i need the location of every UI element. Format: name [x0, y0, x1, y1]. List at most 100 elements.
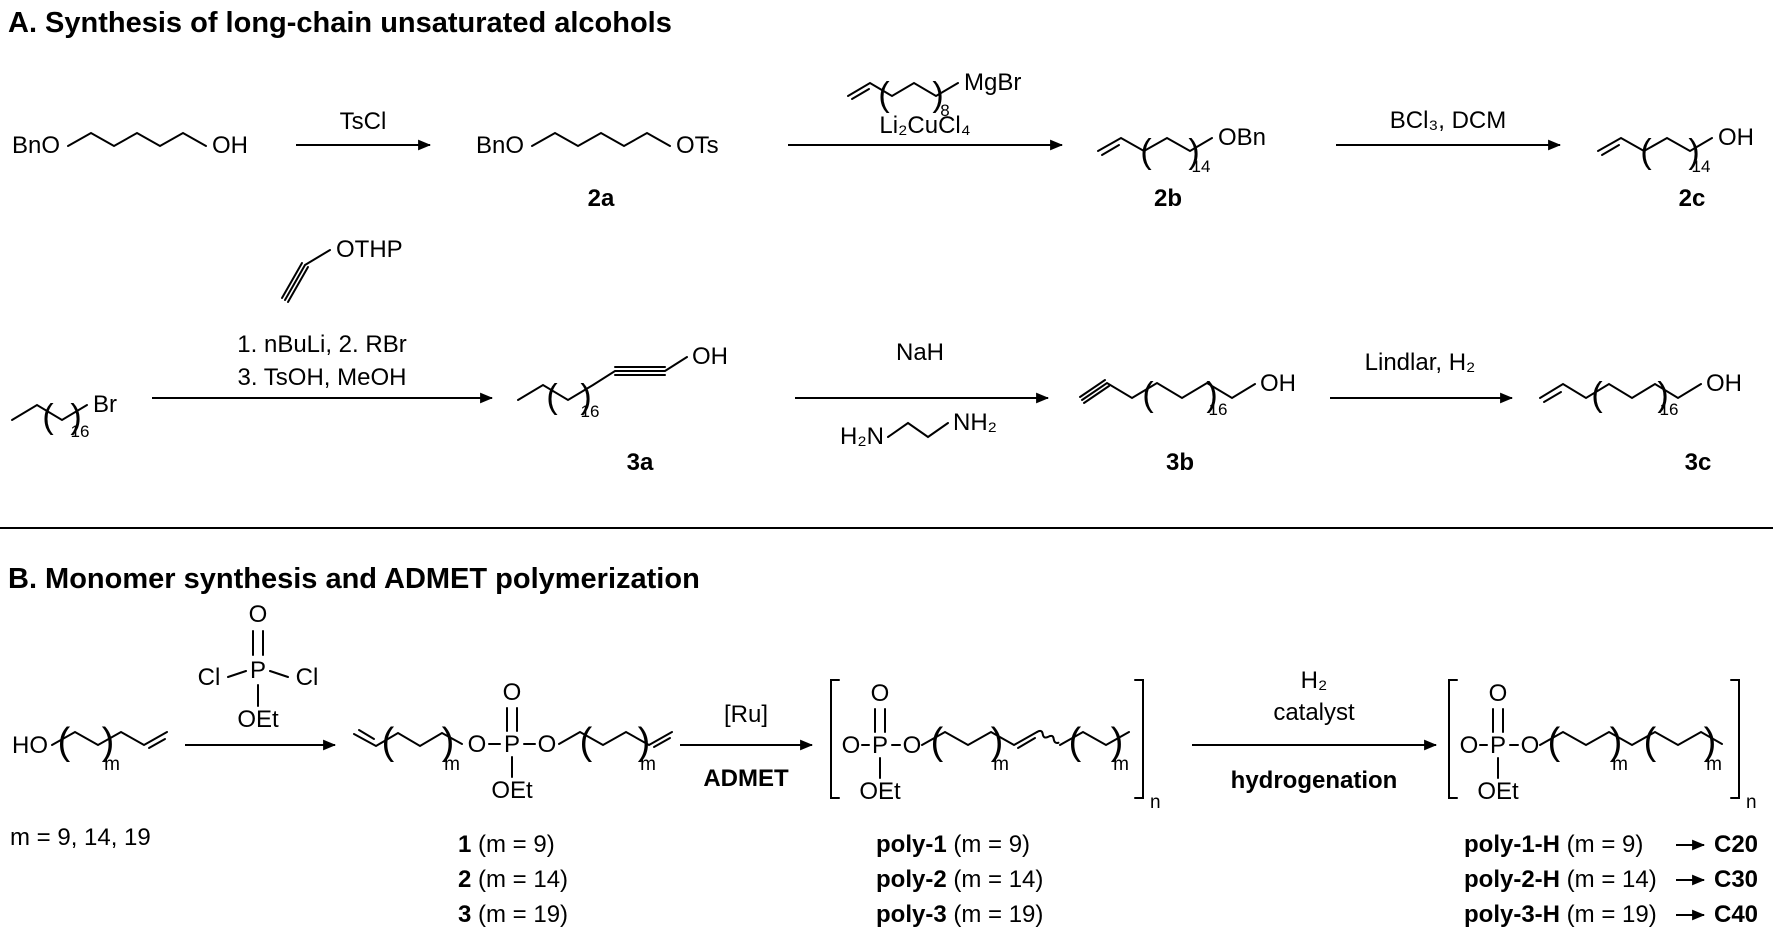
skeleton-bonds	[1597, 136, 1713, 153]
repeat-paren-close: )	[1610, 721, 1623, 763]
monomer-cond-2: (m = 14)	[471, 866, 568, 893]
skeleton-bonds	[284, 249, 331, 301]
polymer-id-1: poly-1	[876, 831, 947, 858]
atom-label-o-top: O	[1489, 680, 1508, 707]
repeat-paren-open: (	[1640, 133, 1652, 171]
atom-label-oh: OH	[1706, 370, 1742, 397]
section-a: A. Synthesis of long-chain unsaturated a…	[8, 7, 1754, 476]
product-label-c40: C40	[1714, 901, 1758, 928]
polymer-label-1: poly-1 (m = 9)	[876, 831, 1030, 858]
atom-label-bno: BnO	[12, 132, 60, 159]
repeat-paren-open: (	[546, 378, 558, 416]
atom-label-othp: OTHP	[336, 236, 403, 263]
compound-start-a: BnO OH	[12, 131, 248, 159]
atom-label-p: P	[872, 732, 888, 759]
polymer-label-3: poly-3 (m = 19)	[876, 901, 1043, 928]
repeat-paren-open: (	[1644, 721, 1657, 763]
reagent-licucl: Li₂CuCl₄	[879, 112, 970, 139]
repeat-paren-open: (	[58, 721, 71, 763]
repeat-paren-close: )	[70, 398, 81, 436]
p-o-double-bond	[252, 630, 264, 656]
repeat-paren-close: )	[1111, 721, 1124, 763]
compound-polymer-h: O P O OEt O ( ) m ( ) m n poly-1-H (m = …	[1448, 679, 1758, 928]
monomer-id-3: 3	[458, 901, 471, 928]
atom-label-oh: OH	[212, 132, 248, 159]
atom-label-cl-right: Cl	[296, 664, 319, 691]
compound-label-2b: 2b	[1154, 185, 1182, 212]
repeat-paren-open: (	[1548, 721, 1561, 763]
atom-label-bno: BnO	[476, 132, 524, 159]
double-bond-line	[1101, 144, 1120, 156]
compound-3c: ( ) 16 OH 3c	[1539, 370, 1742, 476]
compound-start-b: ( ) 16 Br	[11, 391, 117, 441]
skeleton-bonds-left	[353, 731, 463, 748]
atom-label-ho: HO	[12, 732, 48, 759]
repeat-count: 16	[581, 402, 600, 421]
repeat-paren-close: )	[102, 721, 115, 763]
reagent-nah: NaH	[896, 339, 944, 366]
atom-label-o-right: O	[903, 732, 922, 759]
repeat-paren-open: (	[1591, 376, 1603, 414]
p-o-double-bond	[506, 707, 518, 732]
atom-label-mgbr: MgBr	[964, 69, 1021, 96]
repeat-paren-close: )	[442, 721, 455, 763]
product-label-c30: C30	[1714, 866, 1758, 893]
skeleton-bonds	[517, 356, 688, 402]
repeat-paren-close: )	[1704, 721, 1717, 763]
atom-label-cl-left: Cl	[198, 664, 221, 691]
atom-label-oh: OH	[1260, 370, 1296, 397]
repeat-count-m: m	[1612, 754, 1628, 775]
bracket-right	[1134, 679, 1144, 799]
skeleton-bonds	[1539, 382, 1702, 400]
triple-bond-lines	[614, 366, 666, 376]
atom-label-p: P	[250, 657, 266, 684]
product-label-c20: C20	[1714, 831, 1758, 858]
polymer-cond-2: (m = 14)	[947, 866, 1044, 893]
atom-label-oet: OEt	[237, 706, 279, 733]
atom-label-o-left: O	[842, 732, 861, 759]
atom-label-br: Br	[93, 391, 117, 418]
atom-label-nh2: NH₂	[953, 409, 997, 436]
reagent-hydrogenation: hydrogenation	[1231, 767, 1398, 794]
double-bond-line	[148, 738, 166, 749]
reagent-line1: 1. nBuLi, 2. RBr	[237, 331, 406, 358]
compound-label-3b: 3b	[1166, 449, 1194, 476]
skeleton-bonds	[1097, 136, 1213, 153]
repeat-paren-close: )	[580, 378, 591, 416]
polymer-h-id-2: poly-2-H	[1464, 866, 1560, 893]
reagent-propargyl-othp: OTHP 1. nBuLi, 2. RBr 3. TsOH, MeOH	[237, 236, 406, 391]
atom-label-o-left: O	[1460, 732, 1479, 759]
atom-label-oet: OEt	[491, 777, 533, 804]
atom-label-o-top: O	[503, 679, 522, 706]
double-bond-line	[1543, 391, 1562, 403]
polymer-cond-1: (m = 9)	[947, 831, 1030, 858]
polymer-cond-3: (m = 19)	[947, 901, 1044, 928]
double-bond-line	[1017, 737, 1036, 749]
reagent-ethylenediamine: H₂N NH₂	[840, 409, 997, 450]
repeat-count-m: m	[1706, 754, 1722, 775]
polymer-h-label-1: poly-1-H (m = 9)	[1464, 831, 1643, 858]
atom-label-oh: OH	[692, 343, 728, 370]
repeat-count: 16	[1209, 400, 1228, 419]
compound-2b: ( ) 14 OBn 2b	[1097, 124, 1266, 212]
skeleton-bonds	[1539, 730, 1723, 747]
monomer-label-1: 1 (m = 9)	[458, 831, 555, 858]
reagent-admet: ADMET	[703, 765, 789, 792]
polymer-h-label-2: poly-2-H (m = 14)	[1464, 866, 1657, 893]
monomer-label-3: 3 (m = 19)	[458, 901, 568, 928]
monomer-id-2: 2	[458, 866, 471, 893]
monomer-label-2: 2 (m = 14)	[458, 866, 568, 893]
compound-2c: ( ) 14 OH 2c	[1597, 124, 1754, 212]
monomer-cond-3: (m = 19)	[471, 901, 568, 928]
reagent-h2: H₂	[1301, 667, 1328, 694]
atom-label-oet: OEt	[1477, 778, 1519, 805]
wavy-bond	[1036, 729, 1060, 744]
reagent-ru: [Ru]	[724, 701, 768, 728]
reagent-line2: 3. TsOH, MeOH	[238, 364, 407, 391]
compound-label-3a: 3a	[627, 449, 654, 476]
double-bond-line	[851, 88, 870, 100]
atom-label-h2n: H₂N	[840, 423, 884, 450]
repeat-count: 16	[1660, 400, 1679, 419]
skeleton-bonds-right	[558, 730, 673, 747]
